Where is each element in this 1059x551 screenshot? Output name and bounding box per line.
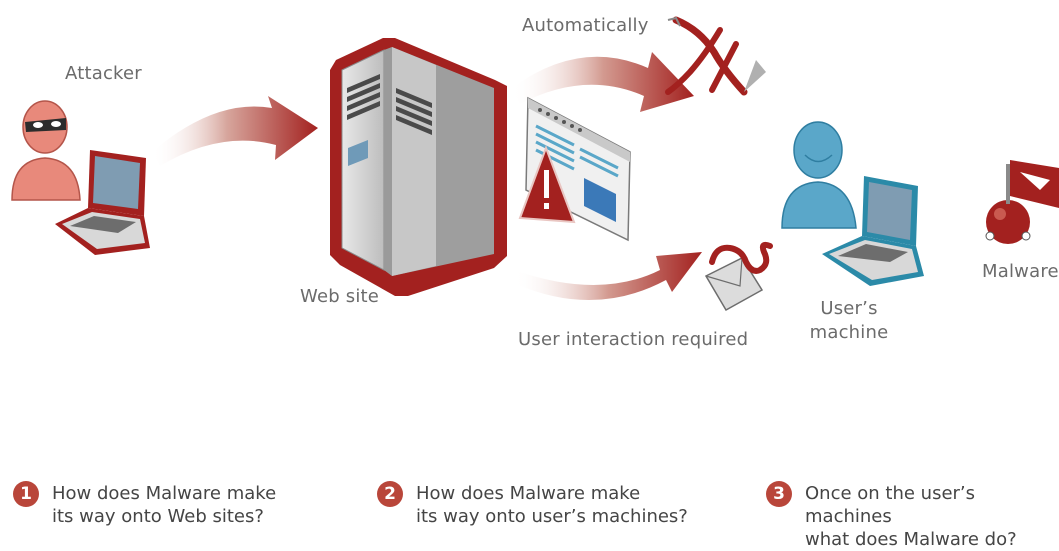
label-users-machine-line2: machine xyxy=(809,322,889,343)
label-users-machine-line1: User’s xyxy=(820,298,878,319)
label-malware: Malware xyxy=(982,261,1059,282)
question-3: 3 Once on the user’s machines what does … xyxy=(766,481,1059,551)
arrow-automatically xyxy=(512,52,694,112)
worm-malware-icon xyxy=(665,16,766,96)
question-text-line1: How does Malware make xyxy=(52,483,277,504)
attacker-icon xyxy=(11,100,150,255)
step-number-badge: 1 xyxy=(13,481,39,507)
user-machine-icon xyxy=(781,121,924,286)
question-2: 2 How does Malware make its way onto use… xyxy=(377,481,688,528)
label-automatically: Automatically xyxy=(522,15,649,36)
question-1: 1 How does Malware make its way onto Web… xyxy=(13,481,277,528)
arrow-attacker-to-website xyxy=(152,96,318,166)
step-number-badge: 2 xyxy=(377,481,403,507)
label-attacker: Attacker xyxy=(65,63,142,84)
question-text-line1: How does Malware make xyxy=(416,483,641,504)
question-text-line2: what does Malware do? xyxy=(805,529,1017,550)
question-text-line2: its way onto Web sites? xyxy=(52,506,264,527)
label-user-interaction: User interaction required xyxy=(518,329,749,350)
question-text-line2: its way onto user’s machines? xyxy=(416,506,688,527)
label-users-machine: User’s machine xyxy=(806,297,892,345)
browser-warning-icon xyxy=(518,96,631,242)
server-icon xyxy=(330,38,507,296)
step-number-badge: 3 xyxy=(766,481,792,507)
question-text-line1: Once on the user’s machines xyxy=(805,483,976,527)
arrow-user-interaction xyxy=(514,252,702,301)
diagram-canvas xyxy=(11,16,1059,312)
malware-icon xyxy=(985,160,1059,244)
label-web-site: Web site xyxy=(300,286,380,307)
email-worm-icon xyxy=(704,241,773,312)
